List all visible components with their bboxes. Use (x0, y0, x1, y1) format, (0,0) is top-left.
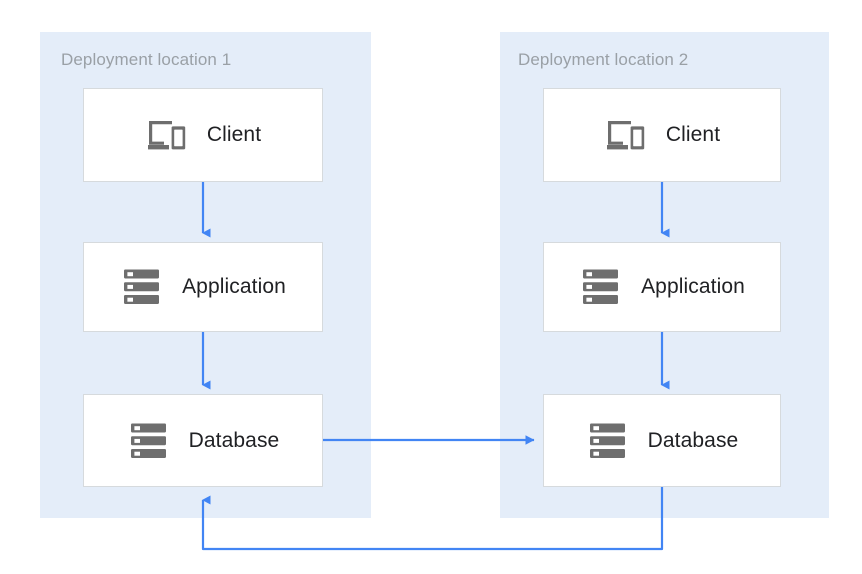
node-client-2[interactable]: Client (543, 88, 781, 182)
node-client-1[interactable]: Client (83, 88, 323, 182)
server-rack-icon (586, 420, 630, 462)
server-rack-icon (127, 420, 171, 462)
node-database-1[interactable]: Database (83, 394, 323, 487)
node-application-2[interactable]: Application (543, 242, 781, 332)
zone-label-1: Deployment location 1 (61, 50, 232, 69)
node-label-database-1: Database (188, 428, 280, 452)
server-rack-icon (579, 266, 623, 308)
node-label-client-1: Client (206, 123, 262, 146)
node-label-client-2: Client (665, 123, 721, 146)
node-label-application-2: Application (641, 275, 745, 298)
server-rack-icon (120, 266, 164, 308)
node-application-1[interactable]: Application (83, 242, 323, 332)
node-label-application-1: Application (182, 275, 286, 298)
node-database-2[interactable]: Database (543, 394, 781, 487)
zone-label-2: Deployment location 2 (518, 50, 689, 69)
devices-icon (604, 114, 648, 156)
node-label-database-2: Database (647, 428, 739, 452)
devices-icon (145, 114, 189, 156)
